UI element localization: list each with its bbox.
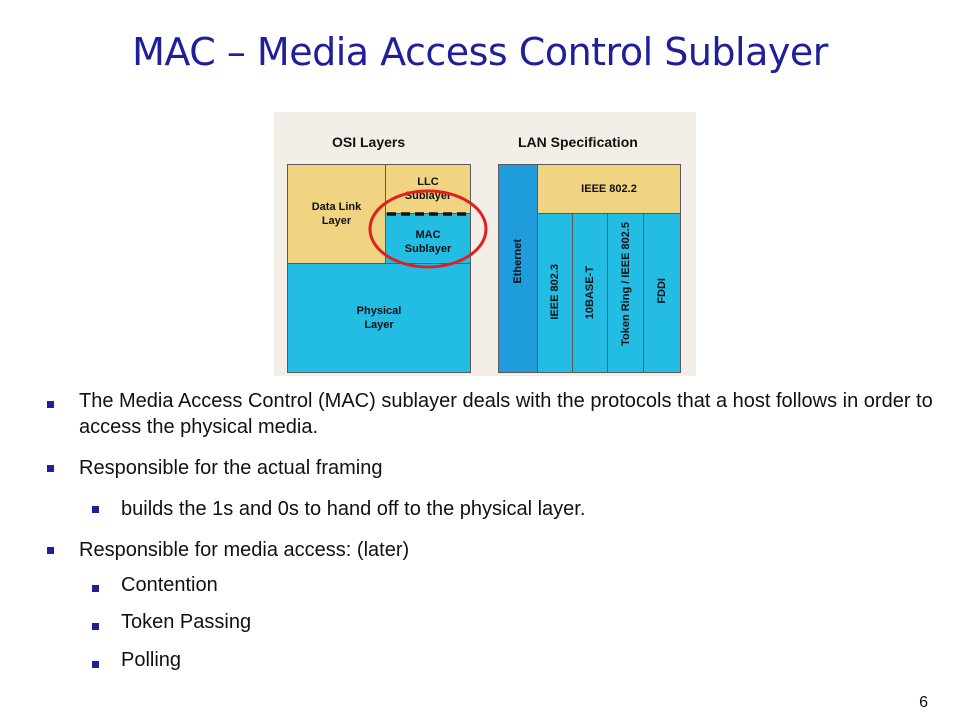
physical-layer-box: Physical Layer — [287, 263, 471, 373]
sub-bullet-builds: builds the 1s and 0s to hand off to the … — [121, 498, 586, 520]
page-number: 6 — [919, 694, 928, 711]
physical-layer-label: Physical Layer — [356, 305, 402, 331]
sub-bullet-marker — [92, 506, 99, 513]
highlight-overlay — [368, 189, 488, 269]
bullet-marker — [47, 465, 54, 472]
sub-bullet-marker — [92, 661, 99, 668]
sub-bullet-marker — [92, 623, 99, 630]
bullet-framing: Responsible for the actual framing — [79, 457, 383, 479]
data-link-layer-label: Data Link Layer — [311, 201, 362, 227]
sub-bullet-token-passing: Token Passing — [121, 611, 252, 633]
mac-highlight-circle — [368, 189, 488, 269]
mac-sublayer-label: MAC Sublayer — [404, 228, 452, 255]
slide-title: MAC – Media Access Control Sublayer — [132, 30, 828, 74]
osi-layers-header: OSI Layers — [332, 134, 406, 150]
fddi-column: FDDI — [643, 213, 681, 373]
sub-bullet-marker — [92, 585, 99, 592]
bullet-media-access: Responsible for media access: (later) — [79, 539, 410, 561]
data-link-layer-box: Data Link Layer — [287, 164, 386, 264]
sub-bullet-polling: Polling — [121, 649, 182, 671]
bullet-marker — [47, 401, 54, 408]
ieee8022-label: IEEE 802.2 — [581, 183, 637, 195]
sub-bullet-contention: Contention — [121, 574, 218, 596]
ieee8022-box: IEEE 802.2 — [537, 164, 681, 214]
bullet-mac-definition: The Media Access Control (MAC) sublayer … — [79, 390, 933, 438]
bullet-marker — [47, 547, 54, 554]
ethernet-column: Ethernet — [498, 164, 538, 373]
mac-sublayer-box: MAC Sublayer — [385, 213, 471, 264]
lan-spec-header: LAN Specification — [518, 134, 638, 150]
osi-lan-diagram: OSI Layers LAN Specification Data Link L… — [274, 112, 696, 376]
